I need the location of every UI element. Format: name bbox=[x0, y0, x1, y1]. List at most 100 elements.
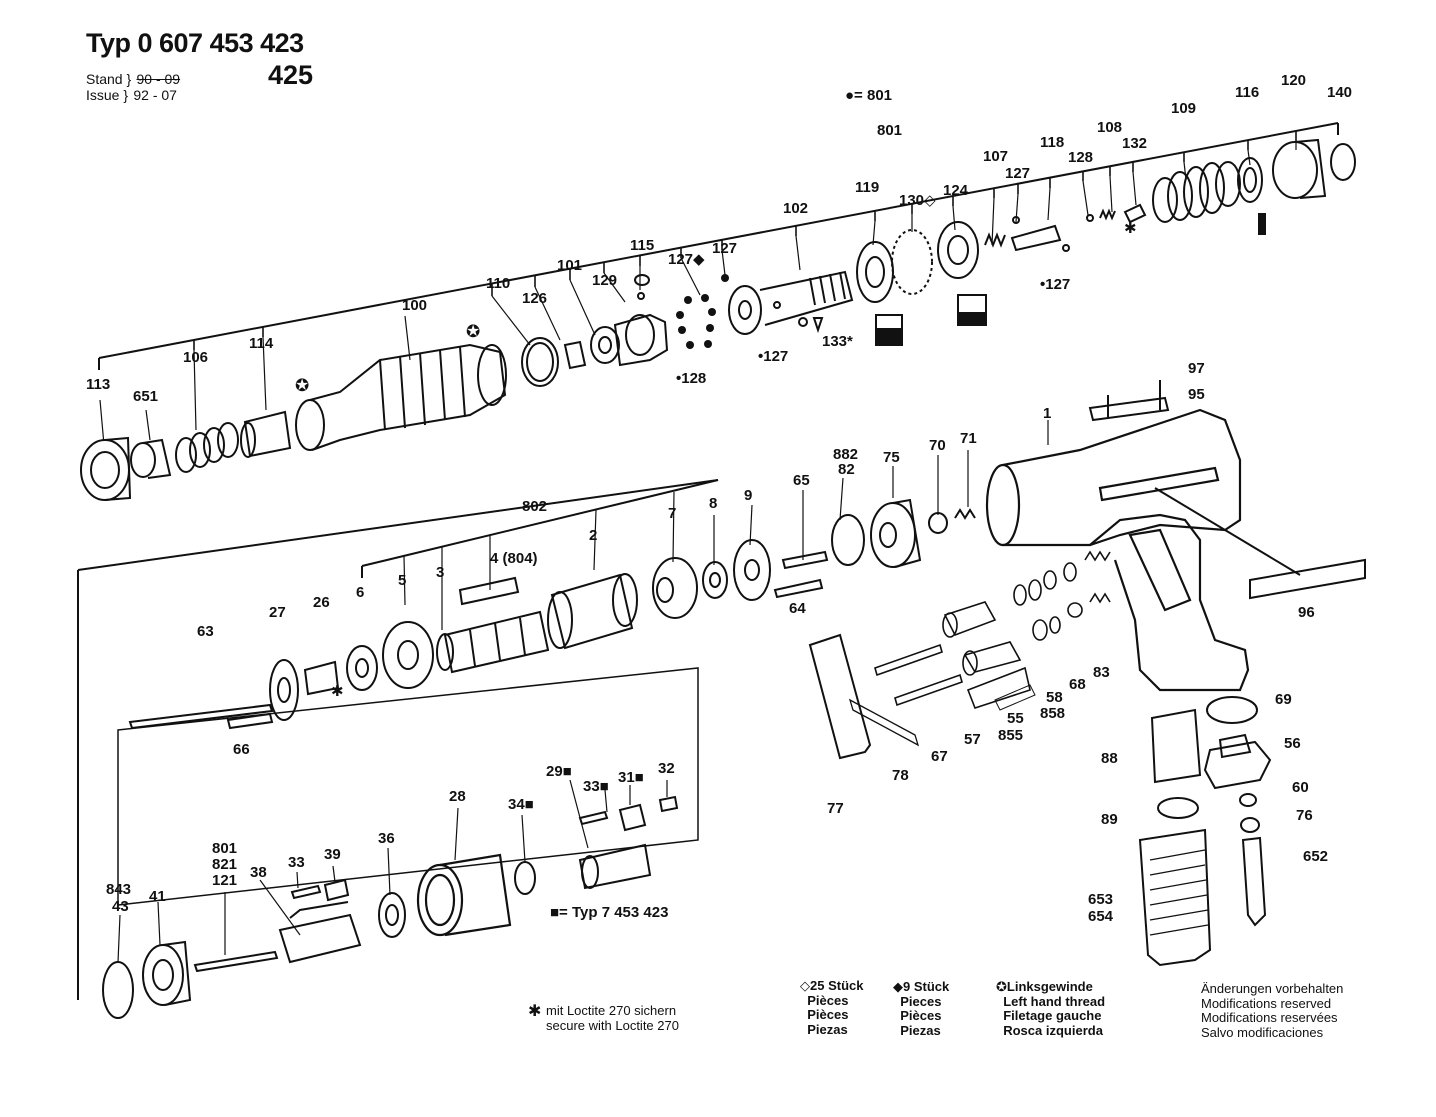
label-113: 113 bbox=[86, 376, 111, 393]
label-68: 68 bbox=[1069, 676, 1086, 693]
label-28: 28 bbox=[449, 788, 466, 805]
label-115: 115 bbox=[630, 237, 655, 254]
label-140: 140 bbox=[1327, 84, 1353, 101]
part-33-pin-a bbox=[578, 810, 609, 826]
part-33-pin-b bbox=[290, 884, 322, 900]
part-101-bearing bbox=[590, 326, 620, 364]
label-652: 652 bbox=[1303, 848, 1329, 865]
part-34-washer bbox=[514, 861, 536, 895]
label-127-b: 127 bbox=[1005, 165, 1031, 182]
label-8: 8 bbox=[709, 495, 718, 512]
part-32-screw bbox=[658, 795, 679, 813]
part-31-gear bbox=[618, 803, 647, 832]
label-127-c: •127 bbox=[1040, 276, 1071, 293]
label-67: 67 bbox=[931, 748, 948, 765]
part-116-washer bbox=[1237, 157, 1263, 203]
label-9: 9 bbox=[744, 487, 753, 504]
part-108-spring bbox=[1086, 208, 1116, 222]
part-107-spring bbox=[984, 232, 1006, 248]
part-8-bearing bbox=[702, 561, 728, 599]
label-801-b: 801 bbox=[212, 840, 238, 857]
label-97: 97 bbox=[1188, 360, 1205, 377]
part-29-gear-carrier bbox=[578, 843, 652, 890]
asterisk-icon: ✱ bbox=[331, 683, 344, 700]
part-119-washer bbox=[856, 241, 894, 303]
part-70-ball bbox=[928, 512, 948, 534]
model-number: Typ 0 607 453 423 bbox=[86, 28, 304, 58]
part-60-washer bbox=[1239, 793, 1257, 807]
label-821: 821 bbox=[212, 856, 238, 873]
label-127-a: 127 bbox=[712, 240, 738, 257]
part-110-ring bbox=[521, 337, 559, 387]
label-64: 64 bbox=[789, 600, 806, 617]
label-26: 26 bbox=[313, 594, 330, 611]
label-124: 124 bbox=[943, 182, 969, 199]
stand-label: Stand bbox=[86, 71, 123, 87]
label-118: 118 bbox=[1040, 134, 1065, 151]
label-654: 654 bbox=[1088, 908, 1114, 925]
part-129-chuck bbox=[613, 274, 669, 367]
asterisk-icon: ✱ bbox=[528, 1003, 542, 1020]
label-33-b: 33 bbox=[288, 854, 305, 871]
issue-value: 92 - 07 bbox=[133, 87, 177, 103]
label-96: 96 bbox=[1298, 604, 1315, 621]
left-thread-icon: ✪ bbox=[466, 322, 481, 341]
part-43-ring bbox=[102, 961, 134, 1019]
legend-qty-25: ◇25 Stück Pièces Pièces Piezas bbox=[800, 978, 864, 1037]
left-frame bbox=[77, 479, 719, 571]
label-70: 70 bbox=[929, 437, 946, 454]
label-116: 116 bbox=[1235, 84, 1260, 101]
label-29: 29■ bbox=[546, 763, 572, 780]
part-109-spring bbox=[1152, 161, 1241, 223]
part-56-plug bbox=[1203, 733, 1272, 790]
part-6-bearing bbox=[346, 645, 378, 691]
part-114-sleeve bbox=[240, 410, 292, 458]
issue-label: Issue bbox=[86, 87, 120, 103]
part-4-vane bbox=[458, 576, 520, 606]
label-38: 38 bbox=[250, 864, 267, 881]
label-127-e: •127 bbox=[758, 348, 789, 365]
label-4-804: 4 (804) bbox=[490, 550, 538, 567]
label-77: 77 bbox=[827, 800, 844, 817]
label-133: 133* bbox=[822, 333, 853, 350]
label-110: 110 bbox=[486, 275, 511, 292]
part-118-pin bbox=[1010, 216, 1070, 252]
label-55: 55 bbox=[1007, 710, 1024, 727]
label-128-b: •128 bbox=[676, 370, 707, 387]
label-107: 107 bbox=[983, 148, 1009, 165]
part-113-nut bbox=[80, 436, 132, 501]
part-88-filter bbox=[1150, 708, 1202, 784]
label-56: 56 bbox=[1284, 735, 1301, 752]
part-96-label bbox=[1154, 487, 1366, 600]
label-128: 128 bbox=[1068, 149, 1094, 166]
label-32: 32 bbox=[658, 760, 675, 777]
label-108: 108 bbox=[1097, 119, 1123, 136]
part-65-pin bbox=[781, 550, 829, 570]
label-855: 855 bbox=[998, 727, 1024, 744]
label-100: 100 bbox=[402, 297, 428, 314]
legend-modifications: Änderungen vorbehalten Modifications res… bbox=[1201, 981, 1344, 1040]
part-106-spring bbox=[175, 422, 239, 473]
label-132: 132 bbox=[1122, 135, 1148, 152]
label-119: 119 bbox=[855, 179, 880, 196]
part-2-cylinder bbox=[547, 573, 638, 650]
label-129: 129 bbox=[592, 272, 618, 289]
label-102: 102 bbox=[783, 200, 809, 217]
stand-issue-block: Stand }90 - 09 Issue }92 - 07 bbox=[86, 71, 181, 103]
loctite-line-1: mit Loctite 270 sichern bbox=[546, 1003, 677, 1018]
legend-left-thread: ✪Linksgewinde Left hand thread Filetage … bbox=[996, 979, 1106, 1038]
label-843: 843 bbox=[106, 881, 132, 898]
label-36: 36 bbox=[378, 830, 395, 847]
part-121-rod bbox=[193, 950, 279, 973]
valve-parts bbox=[874, 550, 1111, 711]
label-2: 2 bbox=[589, 527, 598, 544]
label-58: 58 bbox=[1046, 689, 1063, 706]
label-1: 1 bbox=[1043, 405, 1052, 422]
key-801: ●= 801 bbox=[845, 87, 893, 104]
part-120-nut bbox=[1272, 138, 1327, 199]
part-69-ring bbox=[1206, 696, 1258, 724]
label-57: 57 bbox=[964, 731, 981, 748]
label-88: 88 bbox=[1101, 750, 1118, 767]
part-27-washer bbox=[269, 659, 299, 721]
